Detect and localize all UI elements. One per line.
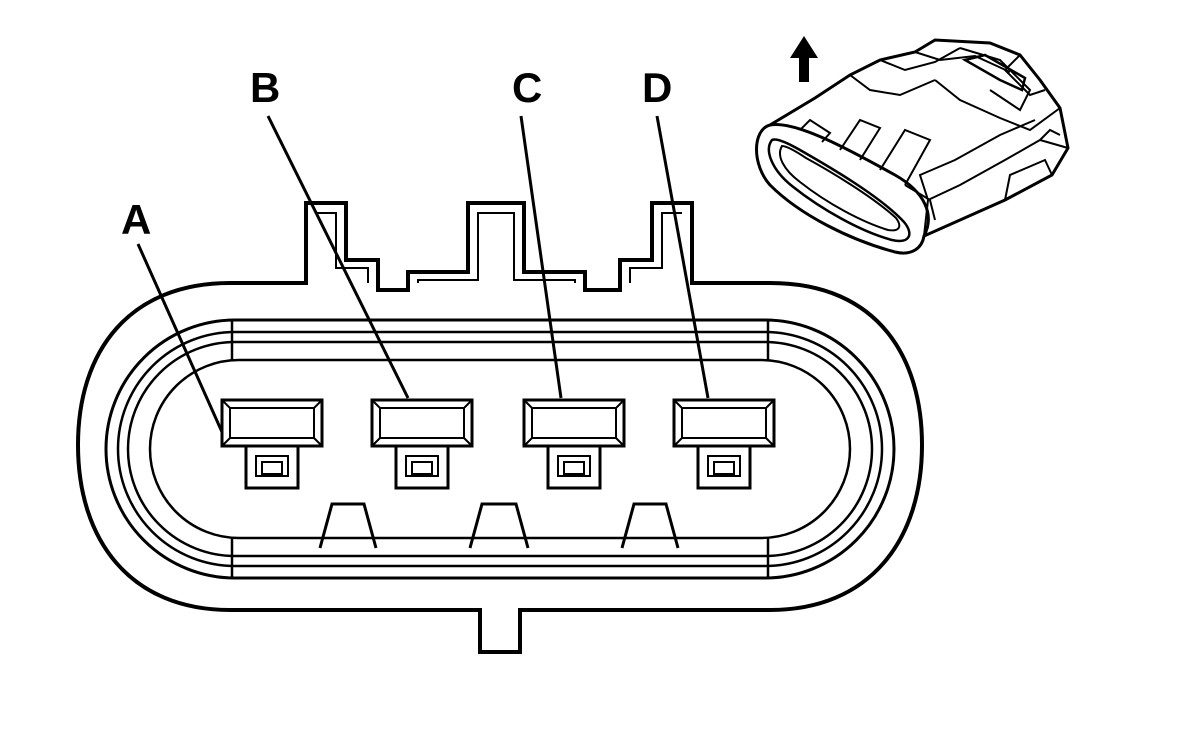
- left-latch-inner: [316, 212, 369, 283]
- iso-inner-lines: [799, 118, 936, 221]
- bottom-rib-1: [318, 502, 378, 549]
- iso-side-lines: [918, 119, 1069, 237]
- cavity-wall: [148, 358, 852, 540]
- iso-face-ring-inner: [767, 138, 911, 243]
- connector-isometric-view: [755, 38, 1070, 255]
- connector-housing-outline: [75, 201, 925, 654]
- iso-latch-tab: [961, 53, 1027, 92]
- leader-line-b: [266, 115, 410, 399]
- terminal-cavities: [220, 398, 776, 490]
- connector-face: [75, 201, 925, 654]
- seal-ring-inner: [126, 340, 874, 558]
- terminal-cavity-d: [672, 398, 776, 490]
- terminal-cavity-b: [370, 398, 474, 490]
- iso-face-ring-inner2: [779, 144, 901, 232]
- bottom-rib-2: [468, 502, 530, 549]
- iso-face-ring-outer: [769, 122, 930, 237]
- iso-top-ridges: [849, 47, 1061, 132]
- pin-label-c: C: [512, 64, 542, 111]
- pin-label-d: D: [642, 64, 672, 111]
- top-key-inner: [417, 212, 576, 283]
- right-latch-inner: [629, 212, 682, 283]
- leader-line-a: [136, 243, 224, 433]
- iso-outer-body: [755, 38, 1070, 255]
- seal-ring-mid: [116, 330, 884, 568]
- seal-ring-outer: [104, 318, 896, 580]
- terminal-cavity-c: [522, 398, 626, 490]
- bottom-rib-3: [620, 502, 680, 549]
- pin-label-a: A: [121, 196, 151, 243]
- up-arrow-icon: [790, 36, 818, 82]
- terminal-cavity-a: [220, 398, 324, 490]
- leader-line-d: [655, 115, 710, 399]
- pin-label-b: B: [250, 64, 280, 111]
- leader-lines: [136, 115, 710, 433]
- leader-line-c: [519, 115, 563, 399]
